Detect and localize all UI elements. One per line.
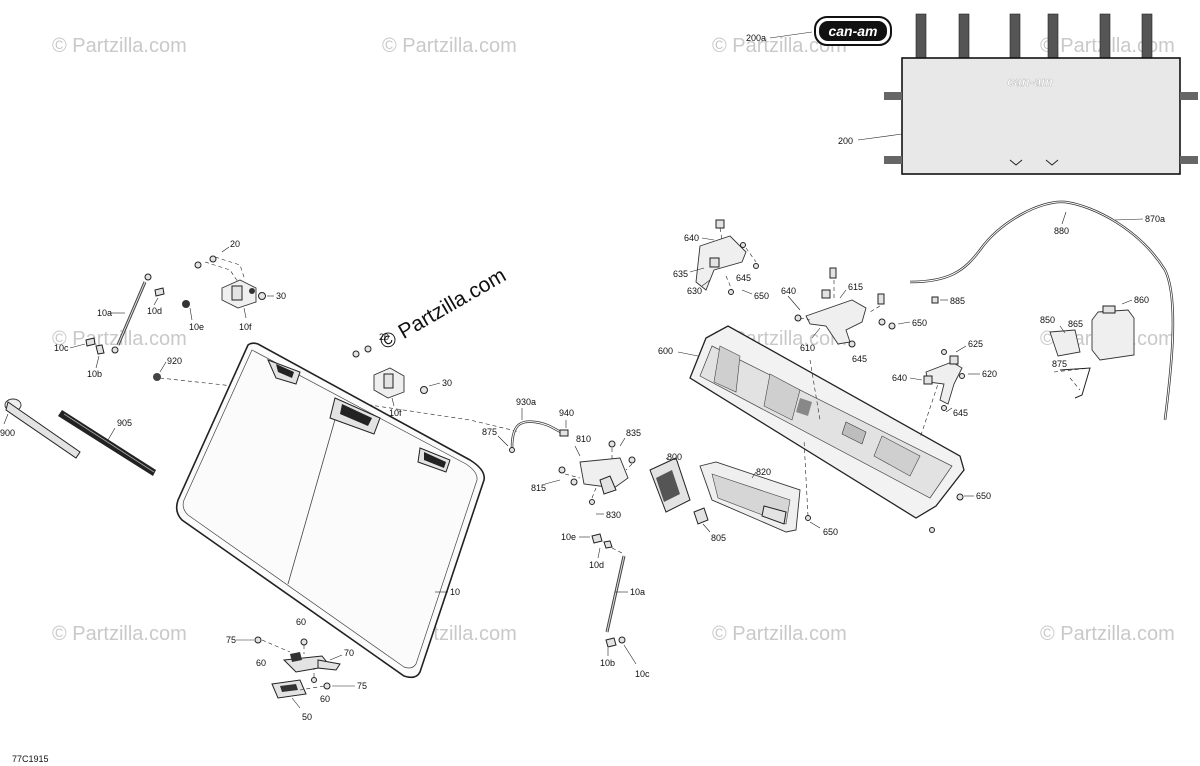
hinge-right bbox=[352, 345, 405, 399]
callout-640-c: 640 bbox=[892, 373, 907, 383]
release-cable bbox=[509, 420, 569, 453]
mounting-bracket-right bbox=[923, 349, 965, 411]
can-am-logo-decal: can-am bbox=[814, 16, 892, 46]
watermark: © Partzilla.com bbox=[52, 623, 187, 645]
callout-650-d: 650 bbox=[976, 491, 991, 501]
callout-830: 830 bbox=[606, 510, 621, 520]
watermark: © Partzilla.com bbox=[712, 623, 847, 645]
callout-650-b: 650 bbox=[912, 318, 927, 328]
callout-875-right: 875 bbox=[1052, 359, 1067, 369]
callout-600: 600 bbox=[658, 346, 673, 356]
callout-75-left: 75 bbox=[226, 635, 236, 645]
callout-930a: 930a bbox=[516, 397, 536, 407]
cargo-net: can-am bbox=[884, 13, 1198, 175]
watermark: © Partzilla.com bbox=[1040, 623, 1175, 645]
callout-920: 920 bbox=[167, 356, 182, 366]
callout-940: 940 bbox=[559, 408, 574, 418]
callout-200a: 200a bbox=[746, 33, 766, 43]
latch-assembly bbox=[254, 636, 341, 699]
callout-10a-left: 10a bbox=[97, 308, 112, 318]
callout-645-b: 645 bbox=[852, 354, 867, 364]
callout-630: 630 bbox=[687, 286, 702, 296]
callout-10f-left: 10f bbox=[239, 322, 252, 332]
callout-640-b: 640 bbox=[781, 286, 796, 296]
svg-text:can-am: can-am bbox=[828, 23, 877, 39]
callout-10d-left: 10d bbox=[147, 306, 162, 316]
callout-820: 820 bbox=[756, 467, 771, 477]
hinge-left bbox=[194, 255, 257, 309]
callout-640-a: 640 bbox=[684, 233, 699, 243]
callout-800: 800 bbox=[667, 452, 682, 462]
callout-620: 620 bbox=[982, 369, 997, 379]
callout-60-left: 60 bbox=[256, 658, 266, 668]
callout-20-right: 20 bbox=[379, 332, 389, 342]
callout-885: 885 bbox=[950, 296, 965, 306]
callout-50: 50 bbox=[302, 712, 312, 722]
callout-900: 900 bbox=[0, 428, 15, 438]
partzilla-watermark: © Partzilla.com bbox=[376, 264, 510, 355]
wiper-blade bbox=[58, 410, 156, 476]
callout-905: 905 bbox=[117, 418, 132, 428]
callout-10c-left: 10c bbox=[54, 343, 69, 353]
callout-645-a: 645 bbox=[736, 273, 751, 283]
callout-60-top: 60 bbox=[296, 617, 306, 627]
callout-805: 805 bbox=[711, 533, 726, 543]
callout-610: 610 bbox=[800, 343, 815, 353]
gas-strut-left bbox=[111, 273, 152, 354]
latch-mechanism bbox=[558, 440, 709, 525]
callout-10a-right: 10a bbox=[630, 587, 645, 597]
washer-reservoir bbox=[1049, 305, 1135, 399]
callout-880: 880 bbox=[1054, 226, 1069, 236]
callout-10b-left: 10b bbox=[87, 369, 102, 379]
callout-870a: 870a bbox=[1145, 214, 1165, 224]
callout-10b-right: 10b bbox=[600, 658, 615, 668]
callout-835: 835 bbox=[626, 428, 641, 438]
callout-650-a: 650 bbox=[754, 291, 769, 301]
callout-635: 635 bbox=[673, 269, 688, 279]
wiper-arm bbox=[4, 398, 81, 459]
mounting-bracket-center bbox=[794, 267, 896, 348]
callout-650-c: 650 bbox=[823, 527, 838, 537]
callout-625: 625 bbox=[968, 339, 983, 349]
callout-865: 865 bbox=[1068, 319, 1083, 329]
callout-10e-left: 10e bbox=[189, 322, 204, 332]
callout-10: 10 bbox=[450, 587, 460, 597]
mounting-bracket-upper bbox=[695, 219, 759, 295]
callout-30-right: 30 bbox=[442, 378, 452, 388]
callout-815: 815 bbox=[531, 483, 546, 493]
callout-200: 200 bbox=[838, 136, 853, 146]
callout-70: 70 bbox=[344, 648, 354, 658]
callout-75-right: 75 bbox=[357, 681, 367, 691]
callout-10d-right: 10d bbox=[589, 560, 604, 570]
callout-810: 810 bbox=[576, 434, 591, 444]
callout-645-c: 645 bbox=[953, 408, 968, 418]
callout-60-right: 60 bbox=[320, 694, 330, 704]
windshield-panel bbox=[175, 342, 486, 679]
callout-20-left: 20 bbox=[230, 239, 240, 249]
watermark: © Partzilla.com bbox=[382, 35, 517, 57]
watermark: © Partzilla.com bbox=[52, 35, 187, 57]
callout-850: 850 bbox=[1040, 315, 1055, 325]
callout-875: 875 bbox=[482, 427, 497, 437]
dashboard-panel bbox=[689, 325, 965, 519]
callout-860: 860 bbox=[1134, 295, 1149, 305]
callout-30-left: 30 bbox=[276, 291, 286, 301]
gas-strut-right bbox=[591, 533, 626, 648]
callout-10f-right: 10f bbox=[389, 408, 402, 418]
svg-text:can-am: can-am bbox=[1007, 74, 1053, 89]
watermark: © Partzilla.com bbox=[712, 35, 847, 57]
callout-615: 615 bbox=[848, 282, 863, 292]
callout-10e-right: 10e bbox=[561, 532, 576, 542]
storage-tray bbox=[699, 461, 801, 533]
diagram-code: 77C1915 bbox=[12, 754, 49, 764]
callout-10c-right: 10c bbox=[635, 669, 650, 679]
